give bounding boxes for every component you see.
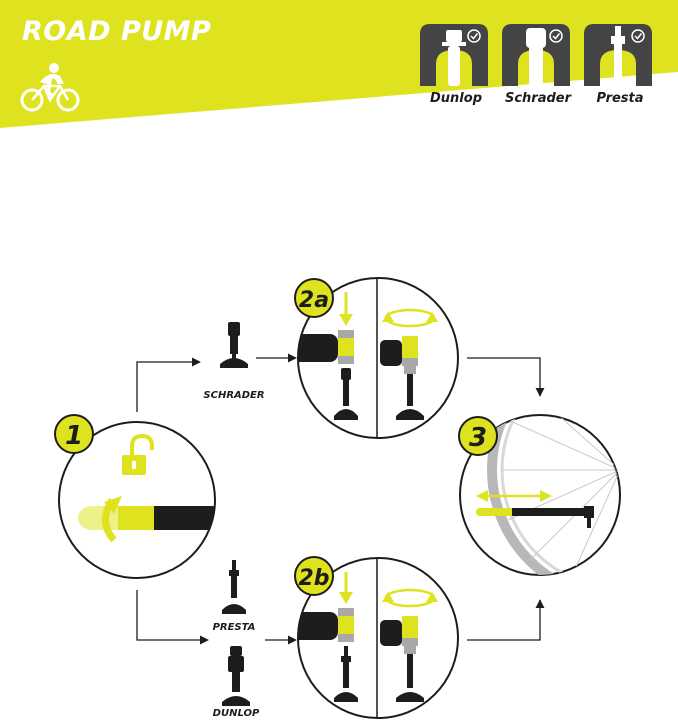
- dunlop-label: DUNLOP: [213, 708, 260, 719]
- page-title: ROAD PUMP: [22, 16, 212, 47]
- schrader-valve-icon: [502, 24, 570, 86]
- step-3-badge: 3: [458, 416, 498, 456]
- presta-valve-icon: [584, 24, 652, 86]
- step-3-panel: [459, 414, 621, 576]
- step-1-badge: 1: [54, 414, 94, 454]
- svg-text:1: 1: [65, 421, 83, 451]
- valve-label-presta: Presta: [596, 91, 644, 106]
- step-2a-panel: [297, 277, 459, 439]
- flow-arrows: [136, 353, 545, 645]
- svg-text:2b: 2b: [298, 566, 329, 591]
- svg-text:2a: 2a: [299, 288, 329, 313]
- presta-valve: [222, 560, 246, 614]
- valve-label-dunlop: Dunlop: [430, 91, 482, 106]
- presta-label: PRESTA: [213, 622, 256, 633]
- schrader-label: SCHRADER: [203, 390, 264, 401]
- step-1-panel: [58, 421, 216, 579]
- dunlop-valve-icon: [420, 24, 488, 86]
- step-2a-badge: 2a: [294, 278, 334, 318]
- dunlop-valve: [222, 646, 250, 706]
- svg-text:3: 3: [469, 423, 487, 453]
- step-2b-badge: 2b: [294, 556, 334, 596]
- step-2b-panel: [297, 557, 459, 719]
- schrader-valve: [220, 322, 248, 368]
- cyclist-icon: [20, 63, 80, 112]
- valve-label-schrader: Schrader: [504, 91, 572, 106]
- unlock-icon: [122, 433, 154, 475]
